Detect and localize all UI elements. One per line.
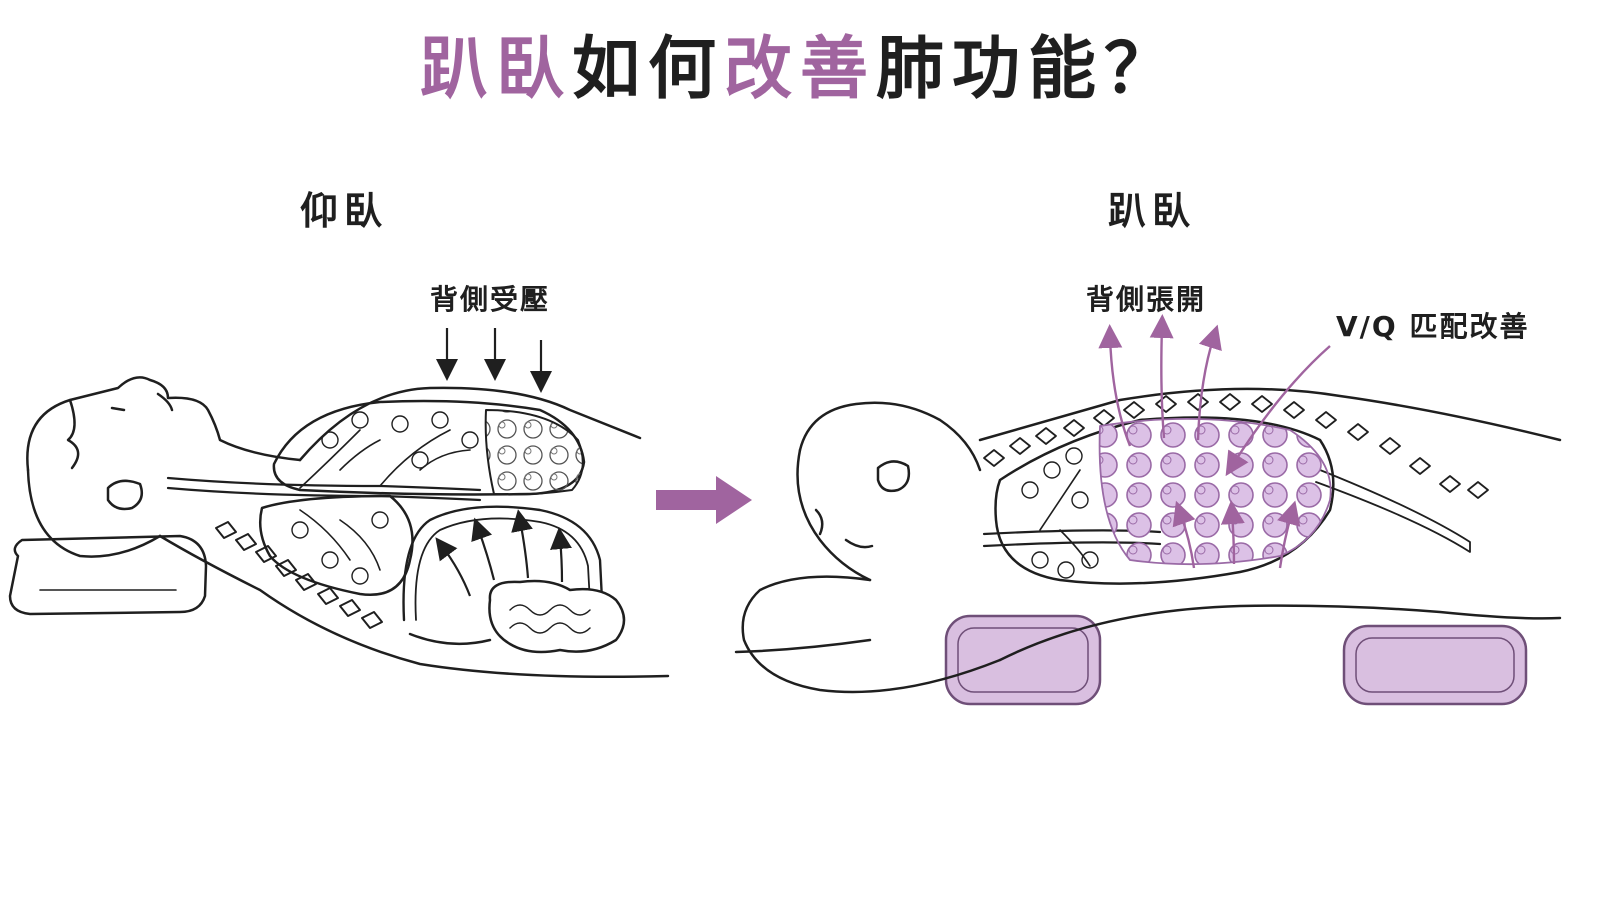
prone-figure — [734, 387, 1562, 694]
title-part-how: 如何 — [571, 30, 724, 109]
supine-upper-lung — [272, 399, 586, 496]
supine-body-outline — [298, 386, 642, 462]
prone-expansion-arrows — [1098, 314, 1222, 447]
prone-expanded-region — [1098, 417, 1332, 566]
supine-pillow — [8, 534, 208, 616]
prone-lower-arrows — [1172, 500, 1301, 569]
transition-arrow — [656, 476, 752, 524]
supine-trachea — [166, 476, 482, 492]
prone-title: 趴臥 — [1108, 189, 1197, 233]
prone-pillow-pelvis — [1342, 624, 1528, 706]
supine-label-compressed: 背側受壓 — [430, 283, 551, 316]
supine-lower-lung — [259, 494, 414, 597]
supine-intestines — [488, 579, 626, 654]
supine-head — [26, 376, 302, 472]
supine-compressed-region — [484, 409, 584, 496]
supine-pressure-arrows — [436, 328, 552, 393]
supine-figure — [8, 376, 670, 679]
prone-label-expanded: 背側張開 — [1086, 283, 1207, 316]
prone-body-outline-bottom — [998, 604, 1562, 662]
vq-pointer — [1225, 345, 1331, 477]
prone-pillows — [944, 614, 1528, 706]
prone-pillow-chest — [944, 614, 1102, 706]
title-part-lung: 肺功能？ — [876, 30, 1181, 109]
prone-body-outline-top — [978, 387, 1562, 442]
title-part-prone: 趴臥 — [419, 30, 572, 109]
prone-head — [798, 401, 982, 472]
supine-diaphragm-arrows — [435, 509, 572, 597]
prone-label-vq: V/Q 匹配改善 — [1336, 310, 1530, 343]
supine-diaphragm — [402, 505, 606, 642]
page-title: 趴臥如何改善肺功能？ — [0, 36, 1600, 104]
title-part-improve: 改善 — [724, 30, 877, 109]
supine-spine — [215, 521, 383, 629]
supine-title: 仰臥 — [300, 189, 389, 233]
